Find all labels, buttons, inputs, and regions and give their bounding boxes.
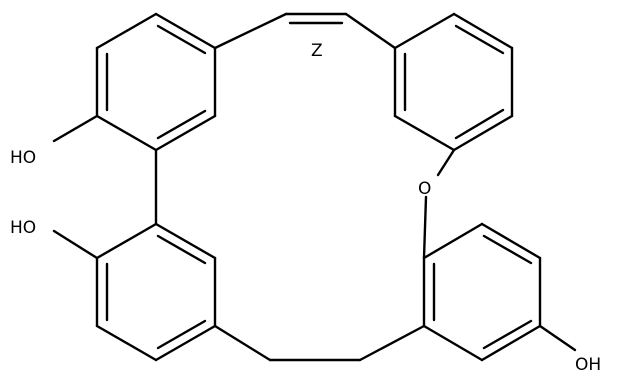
ring-top-right: [393, 12, 514, 152]
atom-labels: HO HO O OH Z: [10, 41, 601, 373]
vinyl-bond-right: [344, 12, 397, 50]
ether-bond-lower: [422, 195, 428, 260]
ether-bond-upper: [436, 148, 456, 177]
hydroxyl-label-bottom-right: OH: [575, 355, 601, 373]
vinyl-bond-left: [213, 12, 288, 50]
ring-top-left: [95, 12, 217, 152]
bridge-bonds: [52, 12, 577, 362]
z-stereo-label: Z: [311, 41, 323, 61]
hydroxy-bond-top: [52, 114, 99, 143]
ring-bottom-left: [95, 222, 217, 362]
ethano-bond-right: [358, 324, 426, 362]
ethano-bond-left: [213, 324, 272, 362]
oxygen-label: O: [418, 179, 431, 199]
hydroxy-bond-right: [538, 324, 577, 352]
ring-bottom-right: [422, 222, 542, 362]
hydroxyl-label-top-left: HO: [10, 148, 36, 168]
hydroxy-bond-bottom: [52, 229, 99, 260]
hydroxyl-label-bottom-left: HO: [10, 218, 36, 238]
